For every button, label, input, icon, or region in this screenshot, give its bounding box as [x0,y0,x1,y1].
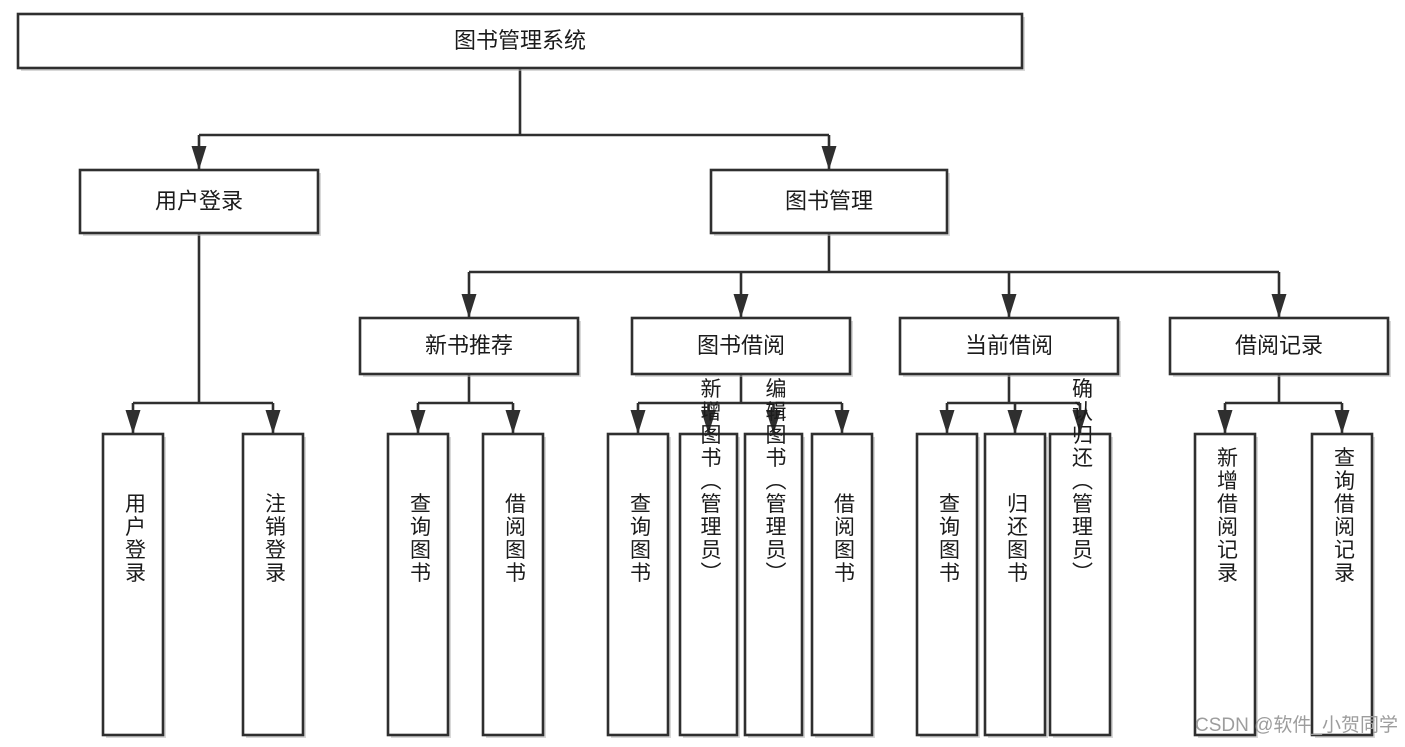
arrow-head [766,410,781,434]
node-label: 编辑图书（管理员） [763,378,787,585]
node-rect[interactable] [743,432,804,737]
node-rect[interactable] [606,432,670,737]
node-current-borrow[interactable]: 当前借阅 [898,316,1121,377]
arrow-head [701,410,716,434]
arrow-head [834,410,850,434]
node-label: 注销登录 [262,493,286,585]
node-leaf-query-book-1[interactable]: 查询图书 [386,432,451,738]
connector-edges [125,68,1350,434]
node-rect[interactable] [481,432,545,737]
arrow-head [125,410,141,434]
watermark-text: CSDN @软件_小贺同学 [1195,714,1398,736]
node-label: 查询借阅记录 [1331,447,1355,585]
edge-group-book-manage [461,233,1287,318]
arrow-head [191,146,207,170]
node-label: 借阅图书 [502,493,526,585]
node-leaf-add-record[interactable]: 新增借阅记录 [1193,432,1258,738]
node-rect[interactable] [1310,432,1374,737]
node-label: 新增借阅记录 [1214,447,1238,585]
node-rect[interactable] [1048,432,1112,737]
node-new-book-recommend[interactable]: 新书推荐 [358,316,581,377]
edge-group-book-borrow [630,374,850,434]
node-label: 新增图书（管理员） [698,378,722,585]
node-rect[interactable] [898,316,1120,376]
node-label: 当前借阅 [965,333,1053,358]
node-label: 新书推荐 [425,333,513,358]
node-label: 查询图书 [407,493,431,585]
node-leaf-query-record[interactable]: 查询借阅记录 [1310,432,1375,738]
node-rect[interactable] [810,432,874,737]
node-leaf-query-book-2[interactable]: 查询图书 [606,432,671,738]
node-label: 确认归还（管理员） [1069,378,1093,585]
node-label: 查询图书 [627,493,651,585]
node-label: 归还图书 [1004,493,1028,585]
node-book-borrow[interactable]: 图书借阅 [630,316,853,377]
node-rect[interactable] [630,316,852,376]
node-book-manage[interactable]: 图书管理 [709,168,950,236]
arrow-head [1007,410,1023,434]
edge-group-new-book-recommend [410,374,521,434]
node-leaf-query-book-3[interactable]: 查询图书 [915,432,980,738]
node-rect[interactable] [1193,432,1257,737]
node-leaf-borrow-book-2[interactable]: 借阅图书 [810,432,875,738]
arrow-head [630,410,646,434]
node-leaf-logout[interactable]: 注销登录 [241,432,306,738]
diagram-nodes: 图书管理系统用户登录图书管理新书推荐图书借阅当前借阅借阅记录用户登录注销登录查询… [16,12,1391,739]
arrow-head [410,410,426,434]
node-label: 图书借阅 [697,333,785,358]
node-rect[interactable] [16,12,1024,70]
arrow-head [265,410,281,434]
node-label: 借阅记录 [1235,333,1323,358]
arrow-head [1072,410,1088,434]
node-root-system[interactable]: 图书管理系统 [16,12,1025,71]
node-leaf-borrow-book-1[interactable]: 借阅图书 [481,432,546,738]
node-rect[interactable] [709,168,949,235]
node-label: 图书管理 [785,188,873,213]
node-rect[interactable] [678,432,739,737]
arrow-head [1001,294,1017,318]
node-label: 借阅图书 [831,493,855,585]
edge-group-current-borrow [939,374,1088,434]
node-label: 查询图书 [936,493,960,585]
edge-group-user-login [125,233,281,434]
arrow-head [1334,410,1350,434]
node-leaf-confirm-return[interactable]: 确认归还（管理员） [1048,378,1113,739]
arrow-head [733,294,749,318]
node-leaf-edit-book[interactable]: 编辑图书（管理员） [743,378,805,739]
node-rect[interactable] [983,432,1047,737]
node-rect[interactable] [358,316,580,376]
node-rect[interactable] [78,168,320,235]
arrow-head [1271,294,1287,318]
node-borrow-record[interactable]: 借阅记录 [1168,316,1391,377]
node-label: 用户登录 [155,188,243,213]
node-label: 用户登录 [122,493,146,585]
edge-group-root [191,68,837,170]
node-rect[interactable] [1168,316,1390,376]
node-rect[interactable] [915,432,979,737]
node-rect[interactable] [241,432,305,737]
node-leaf-add-book[interactable]: 新增图书（管理员） [678,378,740,739]
arrow-head [505,410,521,434]
node-rect[interactable] [101,432,165,737]
arrow-head [939,410,955,434]
edge-group-borrow-record [1217,374,1350,434]
node-user-login[interactable]: 用户登录 [78,168,321,236]
node-leaf-user-login[interactable]: 用户登录 [101,432,166,738]
arrow-head [461,294,477,318]
arrow-head [1217,410,1233,434]
arrow-head [821,146,837,170]
node-rect[interactable] [386,432,450,737]
node-leaf-return-book[interactable]: 归还图书 [983,432,1048,738]
node-label: 图书管理系统 [454,28,586,53]
